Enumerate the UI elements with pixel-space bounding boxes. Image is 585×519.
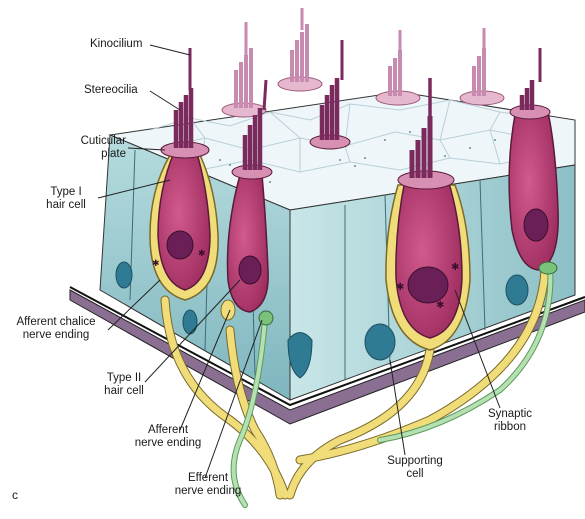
svg-text:✱: ✱ xyxy=(451,262,459,273)
label-kinocilium: Kinocilium xyxy=(90,38,142,51)
svg-text:✱: ✱ xyxy=(152,258,160,268)
svg-text:✱: ✱ xyxy=(198,248,206,258)
label-stereocilia: Stereocilia xyxy=(84,84,138,97)
type2-hair-cell-right xyxy=(509,48,558,274)
svg-text:✱: ✱ xyxy=(436,300,444,311)
type1-hair-cell-left: ✱ ✱ xyxy=(150,48,218,300)
svg-text:✱: ✱ xyxy=(396,282,404,293)
panel-letter: c xyxy=(12,488,18,502)
